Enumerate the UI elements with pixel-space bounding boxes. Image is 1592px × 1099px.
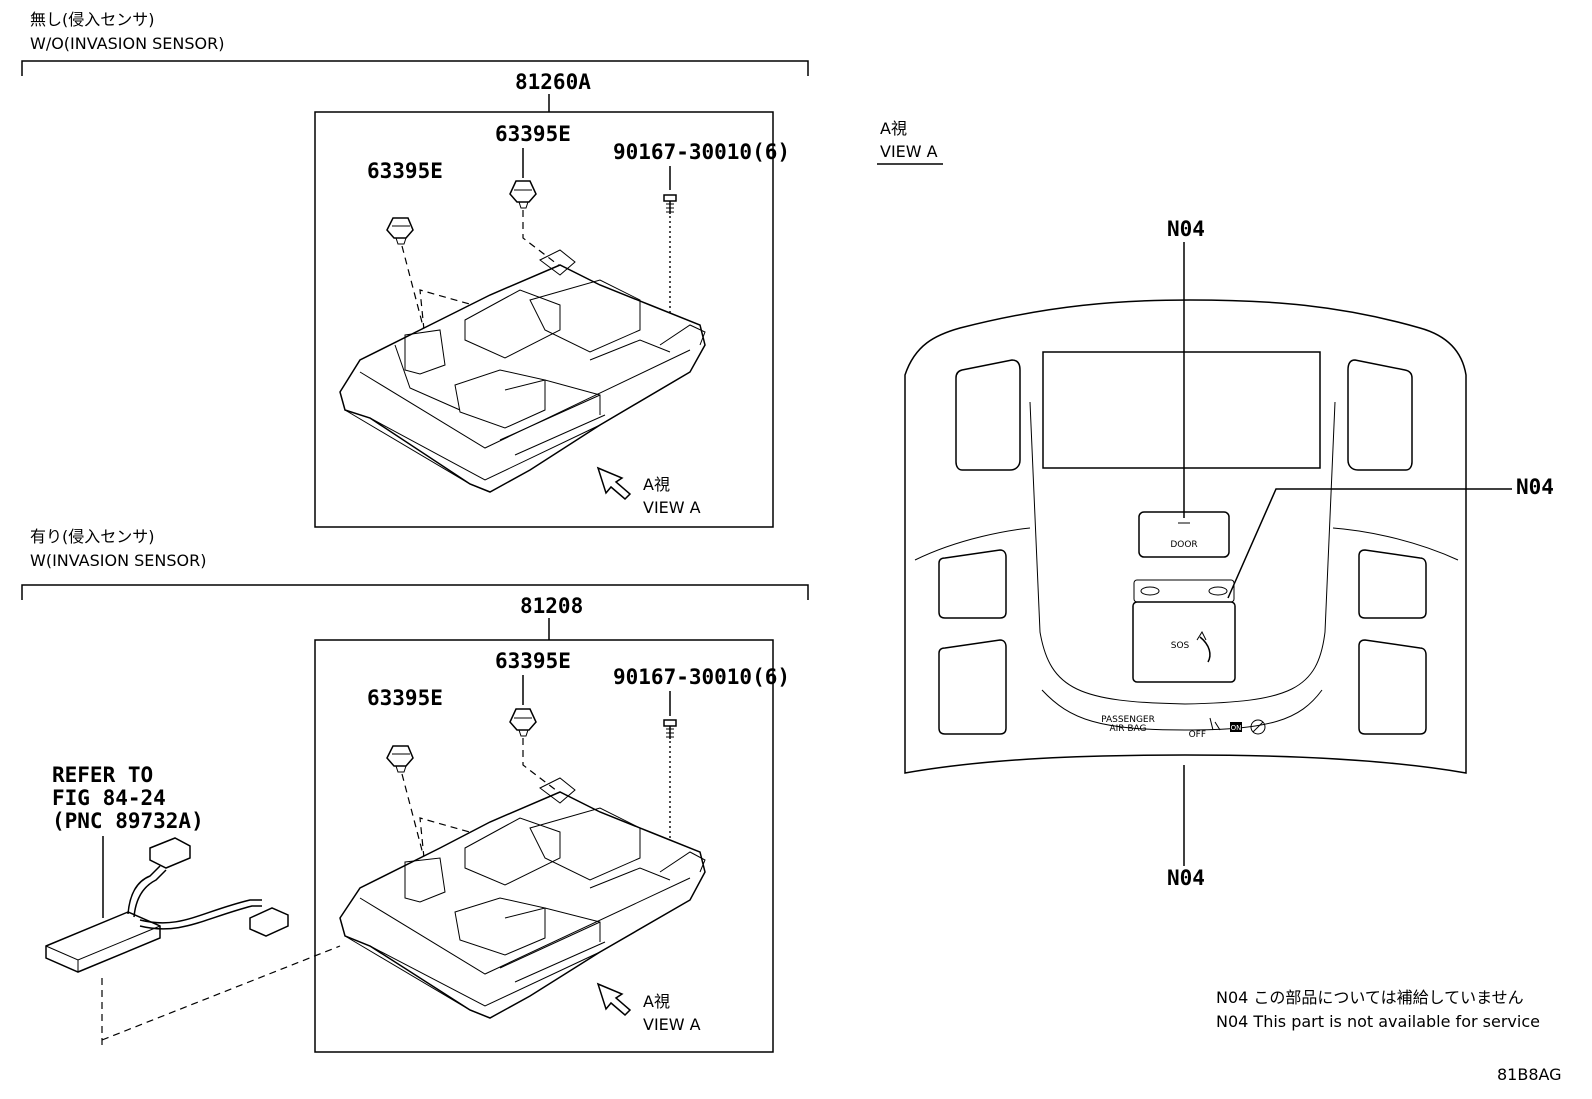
airbag-off-label: OFF — [1189, 730, 1206, 740]
passenger-airbag-line2: AIR BAG — [1109, 724, 1146, 734]
overhead-console-view — [904, 299, 1467, 774]
bottom-view-a-en: VIEW A — [643, 1015, 701, 1034]
airbag-on-indicator — [1230, 722, 1242, 732]
view-a-callout-bottom[interactable]: N04 — [1167, 866, 1205, 890]
bottom-section-bracket — [21, 584, 809, 600]
top-clip-center-label[interactable]: 63395E — [495, 122, 571, 146]
top-view-a-jp: A視 — [643, 475, 670, 494]
top-section-title-en: W/O(INVASION SENSOR) — [30, 34, 224, 53]
view-a-callout-right[interactable]: N04 — [1516, 475, 1554, 499]
refer-to-line3[interactable]: (PNC 89732A) — [52, 809, 204, 833]
refer-to-line2[interactable]: FIG 84-24 — [52, 786, 166, 810]
bottom-section-title-en: W(INVASION SENSOR) — [30, 551, 206, 570]
view-a-title-jp: A視 — [880, 119, 907, 138]
bottom-clip-left-label[interactable]: 63395E — [367, 686, 443, 710]
top-assembly-label[interactable]: 81260A — [515, 70, 591, 94]
view-a-title-en: VIEW A — [880, 142, 938, 161]
top-view-a-arrow-icon — [596, 466, 632, 501]
bottom-clip-left-icon — [386, 745, 414, 773]
sos-button-label: SOS — [1171, 641, 1190, 651]
figure-code: 81B8AG — [1497, 1065, 1562, 1084]
bottom-assembly-label[interactable]: 81208 — [520, 594, 583, 618]
top-screw-label[interactable]: 90167-30010(6) — [613, 140, 790, 164]
view-a-callout-right-leader — [1227, 488, 1512, 599]
refer-to-line1[interactable]: REFER TO — [52, 763, 153, 787]
note-en: N04 This part is not available for servi… — [1216, 1012, 1540, 1031]
view-a-callout-top[interactable]: N04 — [1167, 217, 1205, 241]
note-jp: N04 この部品については補給していません — [1216, 988, 1524, 1007]
invasion-sensor-harness — [45, 837, 289, 973]
top-view-a-en: VIEW A — [643, 498, 701, 517]
bottom-clip-center-label[interactable]: 63395E — [495, 649, 571, 673]
bottom-view-a-jp: A視 — [643, 992, 670, 1011]
top-clip-left-icon — [386, 217, 414, 245]
door-button-label: DOOR — [1170, 540, 1197, 550]
top-map-lamp-assembly — [339, 249, 706, 493]
top-clip-left-label[interactable]: 63395E — [367, 159, 443, 183]
top-clip-center-icon — [509, 180, 537, 209]
bottom-clip-center-icon — [509, 708, 537, 737]
bottom-assembly-box — [314, 639, 774, 1053]
bottom-screw-label[interactable]: 90167-30010(6) — [613, 665, 790, 689]
bottom-map-lamp-assembly — [339, 777, 706, 1019]
top-section-bracket — [21, 60, 809, 76]
bottom-view-a-arrow-icon — [596, 982, 632, 1017]
top-screw-icon — [663, 194, 677, 214]
top-section-title-jp: 無し(侵入センサ) — [30, 10, 155, 29]
bottom-screw-icon — [663, 719, 677, 739]
passenger-airbag-line1: PASSENGER — [1101, 715, 1155, 725]
top-assembly-box — [314, 111, 774, 528]
airbag-on-label: ON — [1231, 724, 1242, 732]
bottom-section-title-jp: 有り(侵入センサ) — [30, 527, 155, 546]
